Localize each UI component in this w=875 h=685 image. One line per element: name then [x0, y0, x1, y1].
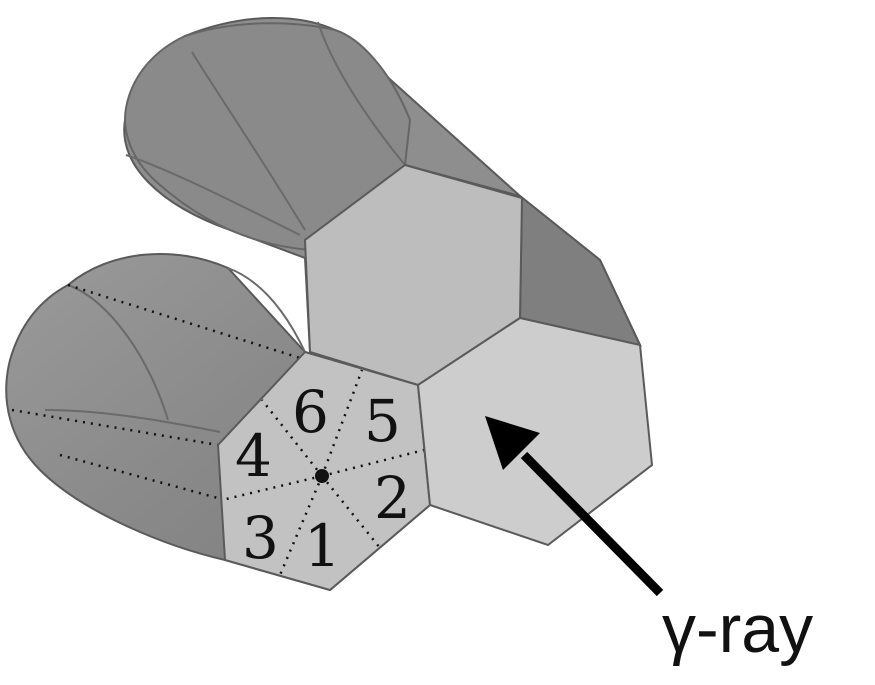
segmented-detector-taper-line-3 — [227, 267, 306, 353]
segment-label-1: 1 — [304, 512, 341, 580]
segmented-detector: 6 5 4 2 3 1 — [5, 253, 432, 592]
segment-divider-5 — [278, 475, 324, 576]
segmented-detector-taper-line-1 — [44, 409, 221, 433]
segment-divider-3 — [321, 448, 425, 478]
gamma-ray-arrow — [485, 416, 664, 597]
segment-label-5: 5 — [364, 387, 401, 455]
segment-label-4: 4 — [235, 422, 272, 490]
segment-label-6: 6 — [292, 378, 329, 446]
top-detector-taper-line-2 — [317, 21, 406, 166]
top-detector-taper-line-1 — [191, 51, 306, 231]
segmented-detector-taper-line-2 — [67, 284, 169, 421]
segment-label-3: 3 — [242, 504, 279, 572]
top-detector-taper-line-3 — [125, 154, 301, 236]
gamma-ray-arrow-shaft — [520, 451, 664, 597]
segmented-detector-dotted-edge-1 — [67, 283, 301, 360]
segment-divider-1 — [261, 399, 323, 477]
segment-label-2: 2 — [374, 464, 411, 532]
segment-center-dot — [315, 469, 329, 483]
gamma-ray-label: γ-ray — [662, 591, 813, 667]
segmented-detector-dotted-edge-2 — [11, 408, 219, 447]
top-detector — [123, 16, 642, 387]
segment-divider-6 — [221, 474, 323, 502]
segment-divider-2 — [320, 369, 364, 477]
top-detector-rounded-end — [124, 22, 412, 252]
gamma-ray-arrow-head — [485, 416, 540, 470]
segment-dividers — [221, 369, 425, 576]
